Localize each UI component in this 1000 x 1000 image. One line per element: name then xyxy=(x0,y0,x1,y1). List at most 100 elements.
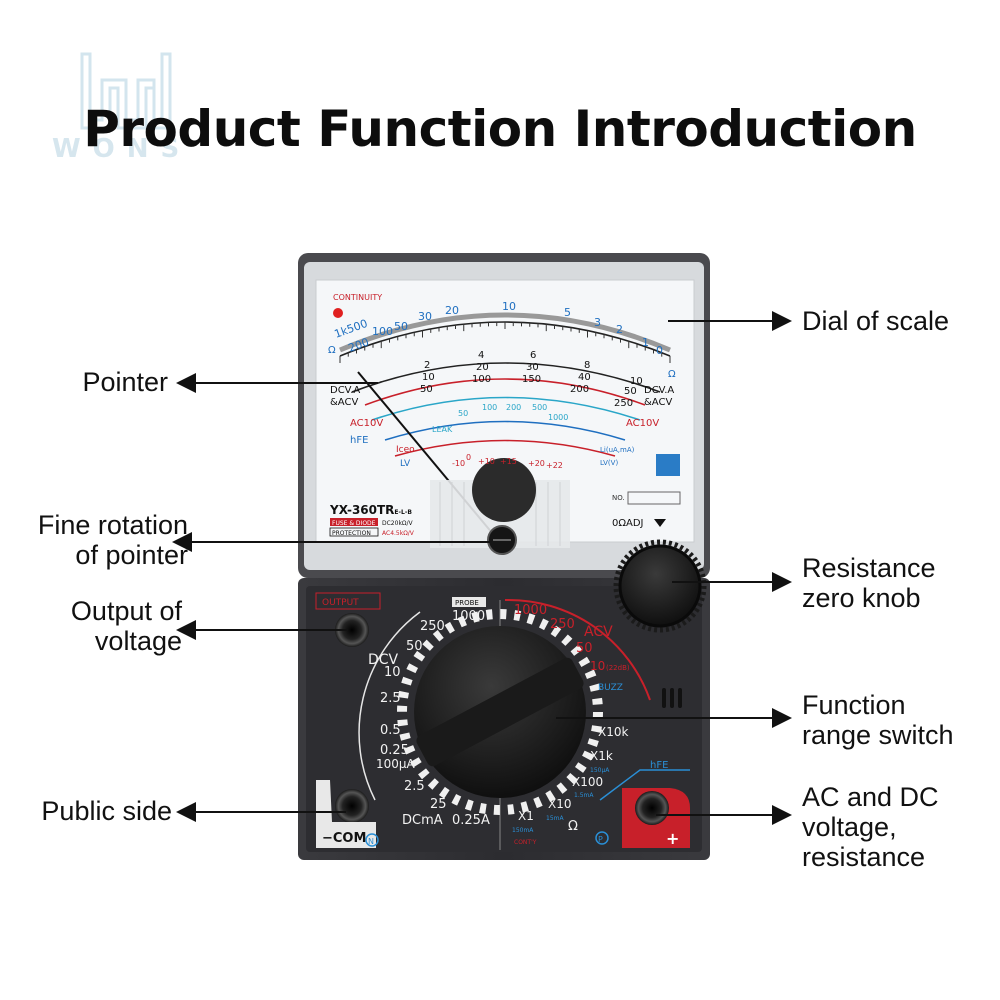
page-title: Product Function Introduction xyxy=(83,100,917,158)
top-scale-5: 5 xyxy=(564,306,571,319)
dcv-left-2: &ACV xyxy=(330,397,358,408)
continuity-label: CONTINUITY xyxy=(333,293,382,302)
iceo-label: Iceo xyxy=(396,445,415,455)
callout-output-voltage: Output of voltage xyxy=(70,596,182,656)
li-scale-a: 50 xyxy=(458,409,468,418)
acv-label: ACV xyxy=(584,624,613,640)
top-scale-20: 20 xyxy=(445,304,459,317)
com-jack xyxy=(335,789,369,823)
callout-resistance-zero-knob: Resistance zero knob xyxy=(802,553,936,613)
db-d: +15 xyxy=(500,457,517,466)
output-jack xyxy=(335,613,369,647)
wons-logo-icon xyxy=(80,52,172,130)
plus-label: + xyxy=(666,829,679,848)
top-scale-3: 3 xyxy=(594,316,601,329)
dcv-range-2.5: 2.5 xyxy=(380,691,401,706)
mid1-e: 10 xyxy=(630,376,643,387)
callout-pointer: Pointer xyxy=(82,367,168,397)
dcma-range-0.25a: 0.25A xyxy=(452,813,490,828)
brand-badge xyxy=(656,454,680,476)
li-label: Li(uA,mA) xyxy=(600,446,635,454)
dcv-label: DCV xyxy=(368,652,399,668)
probe-label: PROBE xyxy=(455,599,479,607)
adj-label: 0ΩADJ xyxy=(612,518,644,529)
callout-dial-of-scale: Dial of scale xyxy=(802,306,950,336)
dcv-right-1: DCV.A xyxy=(644,385,674,396)
callout-ac-dc-voltage: AC and DC voltage, resistance xyxy=(802,782,939,872)
mid2-a: 10 xyxy=(422,372,435,383)
scale-omega-right: Ω xyxy=(668,369,676,380)
mid1-d: 8 xyxy=(584,360,590,371)
dcv-range-250: 250 xyxy=(420,619,445,634)
model-label: YX-360TRE-L-B xyxy=(329,503,412,517)
no-label: NO. xyxy=(612,494,625,502)
db-f: +22 xyxy=(546,461,563,470)
callout-function-range-switch: Function range switch xyxy=(802,690,954,750)
mid3-e: 250 xyxy=(614,398,633,409)
top-scale-0: 0 xyxy=(656,344,663,357)
ohm-sub-150ma: 150mA xyxy=(512,827,534,834)
leak-label: LEAK xyxy=(432,425,453,434)
acv-range-10: 10 xyxy=(590,659,605,673)
lv-v-label: LV(V) xyxy=(600,459,618,467)
lv-label: LV xyxy=(400,459,411,469)
top-scale-30: 30 xyxy=(418,310,432,323)
li-scale-d: 500 xyxy=(532,403,547,412)
mid2-e: 50 xyxy=(624,386,637,397)
dcma-range-25: 25 xyxy=(430,797,447,812)
hfe-label: hFE xyxy=(350,435,368,446)
dcv-range-0.5: 0.5 xyxy=(380,723,401,738)
resistance-zero-knob xyxy=(618,544,702,628)
acv-db: (22dB) xyxy=(606,664,630,672)
mid3-a: 50 xyxy=(420,384,433,395)
dc-sens-label: DC20kΩ/V xyxy=(382,520,414,527)
dcma-label: DCmA xyxy=(402,813,443,828)
ohm-x10: X10 xyxy=(548,797,572,811)
dcv-range-10: 10 xyxy=(384,665,401,680)
plus-jack xyxy=(635,791,669,825)
mid2-d: 40 xyxy=(578,372,591,383)
mid2-c: 30 xyxy=(526,362,539,373)
com-label: −COM xyxy=(322,831,366,846)
mid1-b: 4 xyxy=(478,350,484,361)
p-mark: P xyxy=(598,835,603,844)
pivot-dome xyxy=(472,458,536,522)
continuity-led xyxy=(333,308,343,318)
dcv-left-1: DCV.A xyxy=(330,385,360,396)
output-label: OUTPUT xyxy=(322,598,359,608)
watermark-text: WONS xyxy=(52,134,192,164)
mid2-b: 20 xyxy=(476,362,489,373)
top-scale-100: 100 xyxy=(372,325,393,338)
li-scale-c: 200 xyxy=(506,403,521,412)
callout-fine-rotation: Fine rotation of pointer xyxy=(37,510,188,570)
mid3-d: 200 xyxy=(570,384,589,395)
fuse-label: FUSE & DIODE xyxy=(332,520,376,527)
dcv-range-50: 50 xyxy=(406,639,423,654)
dcma-range-100ua: 100μA xyxy=(376,757,416,771)
mid1-c: 6 xyxy=(530,350,536,361)
li-scale-e: 1000 xyxy=(548,413,568,422)
ohm-sub-150ua: 150μA xyxy=(590,767,610,774)
cont-label: CONT'Y xyxy=(514,839,537,846)
protection-label: PROTECTION xyxy=(332,530,371,537)
db-e: +20 xyxy=(528,459,545,468)
mid3-c: 150 xyxy=(522,374,541,385)
db-c: +10 xyxy=(478,457,495,466)
top-scale-2: 2 xyxy=(616,323,623,336)
hfe-panel-label: hFE xyxy=(650,760,668,771)
ohm-symbol: Ω xyxy=(568,819,578,834)
range-switch-ring xyxy=(397,609,603,815)
n-mark: N xyxy=(368,837,374,846)
top-scale-10: 10 xyxy=(502,300,516,313)
ohm-x1k: X1k xyxy=(590,749,613,763)
mid3-b: 100 xyxy=(472,374,491,385)
dcma-range-2.5: 2.5 xyxy=(404,779,425,794)
mid1-a: 2 xyxy=(424,360,430,371)
acv-range-50: 50 xyxy=(576,641,593,656)
ac10v-right: AC10V xyxy=(626,418,659,429)
ohm-sub-1.5ma: 1.5mA xyxy=(574,792,594,799)
acv-range-1000: 1000 xyxy=(514,603,547,618)
db-a: -10 xyxy=(452,459,465,468)
ac-sens-label: AC4.5kΩ/V xyxy=(382,530,415,537)
